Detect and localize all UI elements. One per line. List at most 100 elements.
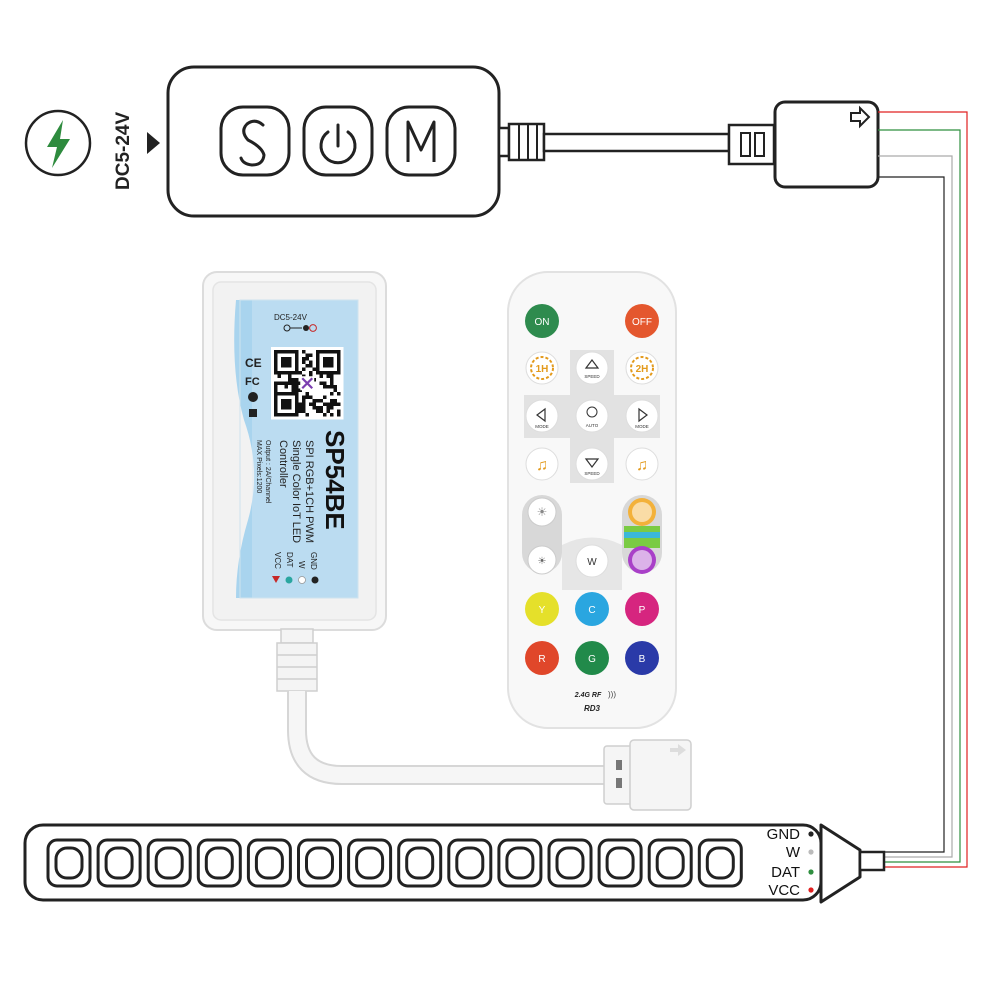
strip-pin-vcc-dot [808,887,814,893]
led-chip [497,838,543,888]
music-note-icon: ♫ [536,457,548,474]
led-chip [246,838,292,888]
controller-cable [276,628,692,811]
remote-timer-2h-label: 2H [636,364,649,375]
controller-output-line1: Output : 2A/Channel [264,440,271,504]
controller-model: SP54BE [320,430,350,530]
remote-w-label: W [587,557,597,568]
led-chip [96,838,142,888]
auto-icon [586,406,598,418]
strip-end-wedge [819,823,862,904]
colored-wires [878,111,968,868]
arrow-right-icon [147,132,160,154]
remote-on-button[interactable]: ON [525,304,559,338]
strip-connector [773,100,880,189]
triangle-right-icon [638,407,648,423]
button-control-box [166,65,501,218]
remote-color-c-button[interactable]: C [575,592,609,626]
remote-color-y-button[interactable]: Y [525,592,559,626]
sun-icon: ☀ [538,556,547,567]
remote-music-right-button[interactable]: ♫ [625,447,659,481]
remote-color-y-label: Y [539,605,546,616]
sun-icon: ☀ [537,505,548,519]
remote-timer-1h-button[interactable]: 1H [525,351,559,385]
remote-w-button[interactable]: W [575,544,609,578]
remote-auto-button[interactable]: AUTO [575,399,609,433]
strip-pin-w-dot [808,849,814,855]
strip-pin-gnd-dot [808,831,814,837]
s-glyph-icon [239,119,266,167]
remote-mode-next-label: MODE [635,424,649,429]
remote-model-label: RD3 [584,704,601,713]
remote-color-up-button[interactable] [628,498,656,526]
led-chip [297,838,342,888]
pin-dot-vcc [272,576,280,583]
led-chip [146,838,192,888]
remote-color-b-button[interactable]: B [625,641,659,675]
rf-remote: ON OFF 1H 2H SPEED MODE A [507,271,677,729]
strip-pin-vcc-label: VCC [768,882,800,899]
remote-off-label: OFF [632,317,652,328]
pin-dot-gnd [311,576,319,584]
triangle-left-icon [536,407,546,423]
ce-mark-icon: CE [245,356,262,370]
strip-wire-inlet [858,850,886,872]
remote-timer-1h-label: 1H [536,364,549,375]
remote-speed-up-label: SPEED [584,374,600,379]
music-note-icon: ♫ [636,457,648,474]
remote-color-b-label: B [639,654,646,665]
remote-color-g-button[interactable]: G [575,641,609,675]
controller-pin-dat: DAT [285,552,294,568]
remote-speed-down-button[interactable]: SPEED [575,447,609,481]
controller-pin-vcc: VCC [273,552,282,569]
rohs-icon [248,392,258,417]
box-cable [497,122,776,166]
led-chip [547,838,593,888]
led-chip [447,838,493,888]
pin-dot-w [298,576,306,584]
speed-s-button[interactable] [219,105,291,177]
led-chip [347,838,393,888]
power-voltage-label: DC5-24V [113,112,134,190]
remote-color-down-button[interactable] [628,546,656,574]
triangle-down-icon [584,458,600,468]
remote-color-r-button[interactable]: R [525,641,559,675]
strip-pin-gnd-label: GND [767,826,801,843]
lightning-icon [47,120,70,168]
remote-off-button[interactable]: OFF [625,304,659,338]
power-source: DC5-24V [24,109,160,190]
remote-color-p-button[interactable]: P [625,592,659,626]
remote-mode-prev-label: MODE [535,424,549,429]
bluetooth-logo-icon [301,377,314,390]
led-chip [697,838,743,888]
led-chip [647,838,693,888]
remote-brightness-up-button[interactable]: ☀ [527,497,557,527]
strip-pin-w-label: W [786,844,801,861]
strip-pin-dat-dot [808,869,814,875]
remote-speed-up-button[interactable]: SPEED [575,351,609,385]
controller-output-line2: MAX Pixels:1200 [255,440,262,493]
remote-color-g-label: G [588,654,596,665]
triangle-up-icon [584,359,600,369]
remote-mode-next-button[interactable]: MODE [625,399,659,433]
remote-speed-down-label: SPEED [584,471,600,476]
controller-desc-line3: Controller [277,440,289,488]
remote-rf-label: 2.4G RF [574,692,602,699]
polarity-icon [283,324,317,332]
strip-pin-dat-label: DAT [771,864,800,881]
remote-music-left-button[interactable]: ♫ [525,447,559,481]
remote-mode-prev-button[interactable]: MODE [525,399,559,433]
led-chip [196,838,242,888]
remote-color-p-label: P [639,605,646,616]
remote-color-c-label: C [588,605,595,616]
remote-brightness-down-button[interactable]: ☀ [527,545,557,575]
mode-m-button[interactable] [385,105,457,177]
controller-desc-line1: SPI RGB+1CH PWM [303,440,315,543]
fcc-mark-icon: FC [245,376,260,388]
controller-pin-w: W [297,561,306,569]
controller-desc-line2: Single Color IoT LED [290,440,302,543]
led-chip [597,838,643,888]
remote-timer-2h-button[interactable]: 2H [625,351,659,385]
remote-color-r-label: R [538,654,545,665]
